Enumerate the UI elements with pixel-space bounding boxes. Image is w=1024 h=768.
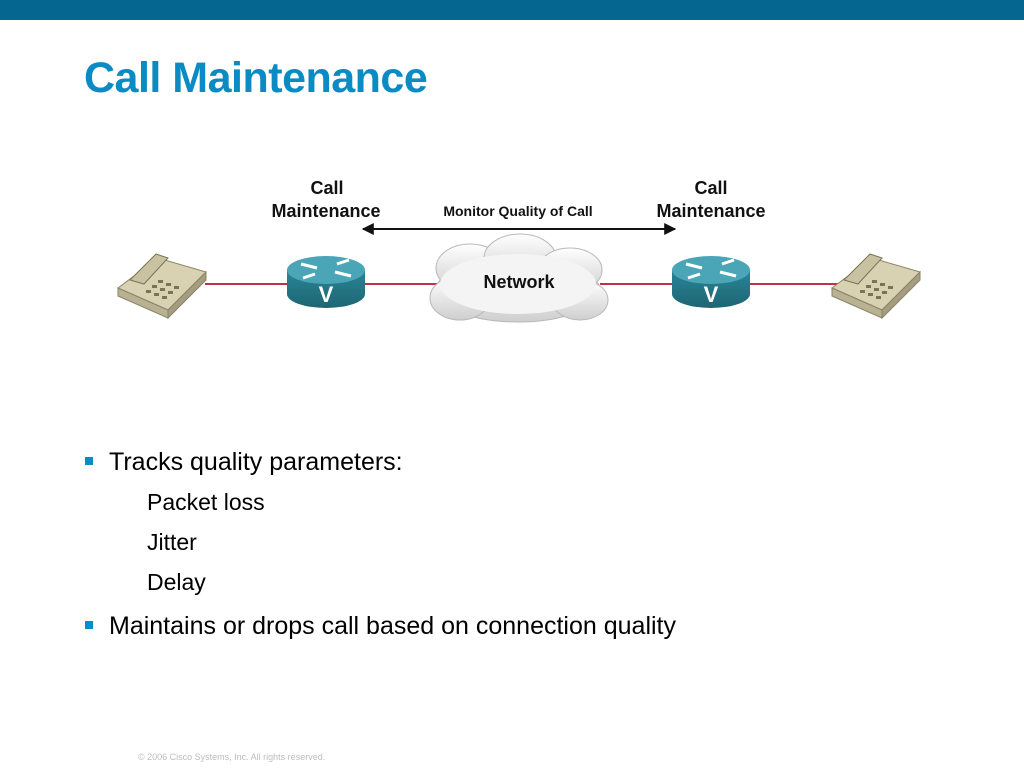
top-bar bbox=[0, 0, 1024, 20]
router-right-glyph: V bbox=[704, 282, 719, 307]
left-call-label: Call bbox=[310, 178, 343, 198]
bullet-text-maintains: Maintains or drops call based on connect… bbox=[109, 612, 677, 640]
network-label: Network bbox=[483, 272, 555, 292]
right-maintenance-label: Maintenance bbox=[656, 201, 765, 221]
bullet-square-icon bbox=[85, 457, 93, 465]
phone-left-icon bbox=[117, 253, 207, 320]
left-maintenance-label: Maintenance bbox=[271, 201, 380, 221]
router-left-glyph: V bbox=[319, 282, 334, 307]
copyright-footer: © 2006 Cisco Systems, Inc. All rights re… bbox=[138, 752, 326, 762]
bullet-square-icon bbox=[85, 621, 93, 629]
bullet-item-tracks: Tracks quality parameters: Packet loss J… bbox=[84, 446, 676, 602]
right-call-label: Call bbox=[694, 178, 727, 198]
bullet-text-tracks: Tracks quality parameters: bbox=[109, 448, 403, 476]
network-cloud-icon: Network bbox=[429, 233, 609, 323]
sub-item-delay: Delay bbox=[147, 569, 206, 595]
sub-bullet-list: Packet loss Jitter Delay bbox=[109, 482, 676, 602]
sub-item-jitter: Jitter bbox=[147, 529, 197, 555]
monitor-quality-label: Monitor Quality of Call bbox=[443, 203, 592, 219]
router-right-icon: V bbox=[672, 256, 750, 308]
phone-right-icon bbox=[831, 253, 921, 320]
bullet-list: Tracks quality parameters: Packet loss J… bbox=[84, 446, 676, 642]
router-left-icon: V bbox=[287, 256, 365, 308]
page-title: Call Maintenance bbox=[84, 54, 428, 102]
bullet-item-maintains: Maintains or drops call based on connect… bbox=[84, 610, 676, 642]
network-diagram: Call Maintenance Call Maintenance Monito… bbox=[117, 178, 921, 323]
sub-item-packet-loss: Packet loss bbox=[147, 489, 265, 515]
